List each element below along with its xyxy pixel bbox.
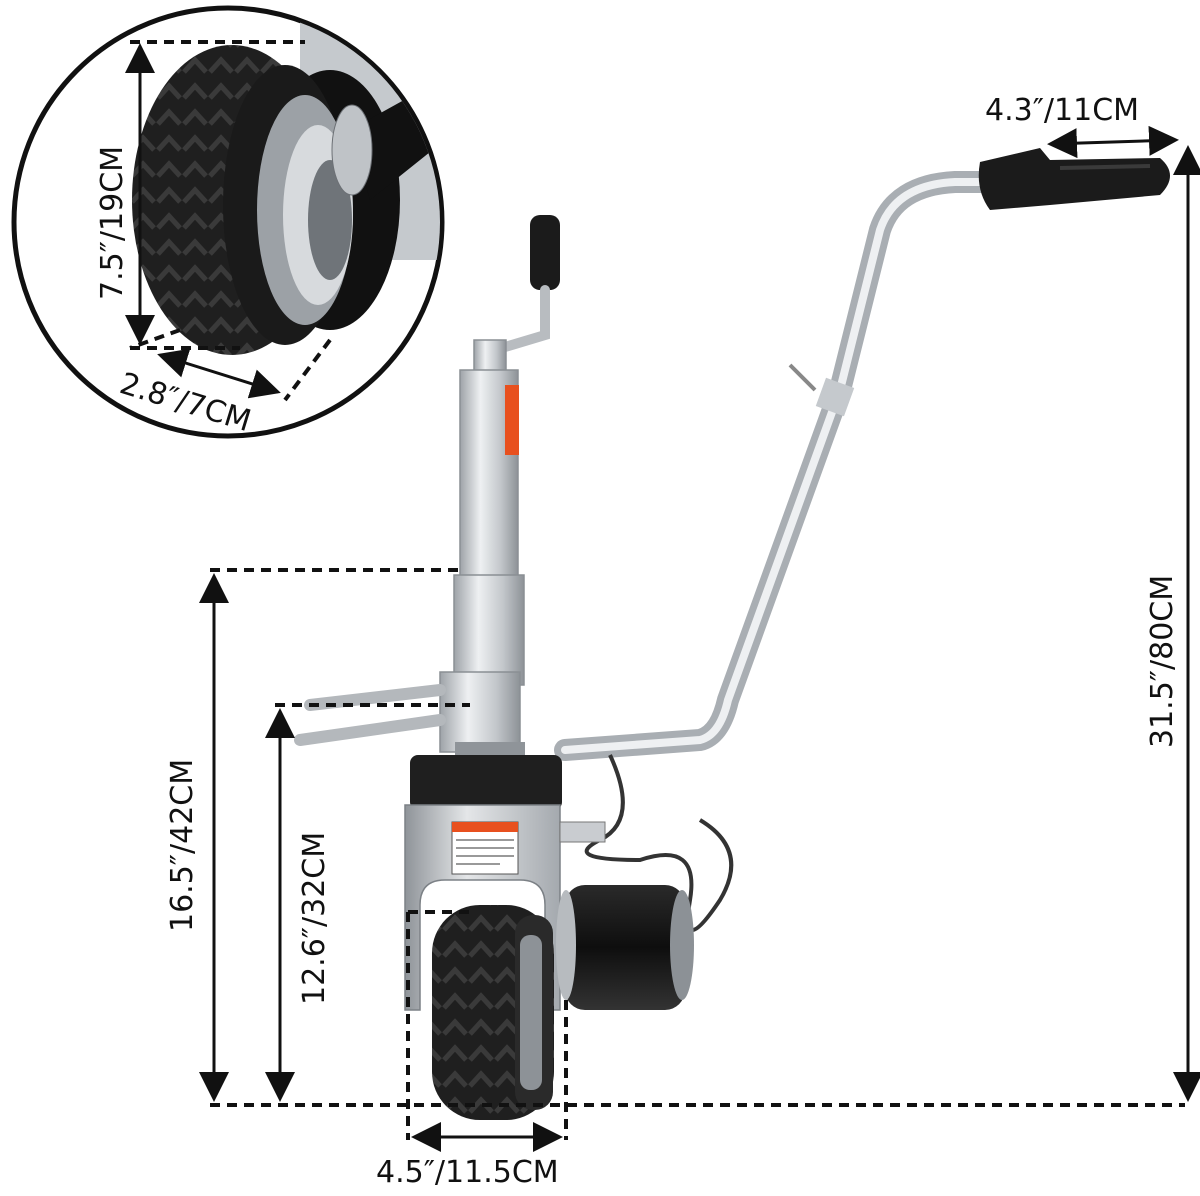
handle-grip-label: 4.3″/11CM [985, 93, 1139, 128]
base-width-label: 4.5″/11.5CM [376, 1155, 559, 1190]
body-height-label: 12.6″/32CM [297, 832, 332, 1005]
dimension-lines [199, 125, 1200, 1152]
handle-grip [978, 148, 1170, 210]
gear-housing-body [404, 804, 561, 1011]
total-height-label: 31.5″/80CM [1145, 575, 1180, 748]
clamp-height-label: 16.5″/42CM [165, 759, 200, 932]
electric-motor [556, 885, 694, 1010]
wheel-detail-inset: 7.5″/19CM 2.8″/7CM [11, 5, 445, 439]
crank-knob [530, 215, 560, 290]
clamp-bracket [439, 671, 521, 753]
wheel-height-label: 7.5″/19CM [95, 146, 130, 300]
warning-label [451, 821, 519, 875]
gear-housing-top [410, 755, 562, 810]
wheel [432, 905, 554, 1120]
jockey-wheel-product [294, 148, 1170, 1120]
